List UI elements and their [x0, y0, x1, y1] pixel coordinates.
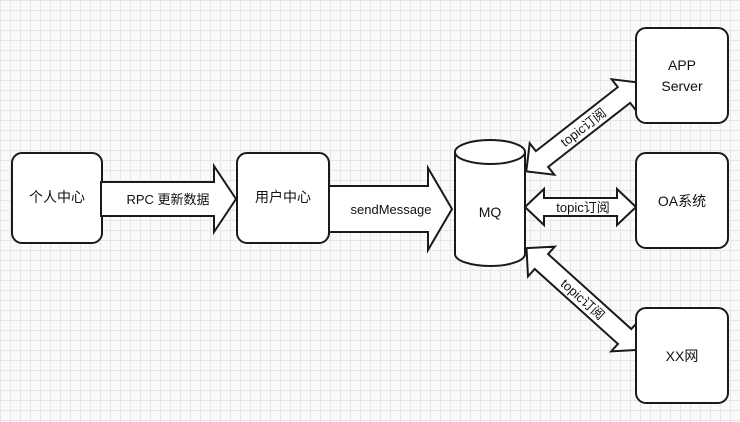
- edge-topic-app-arrow: topic订阅: [525, 77, 641, 177]
- node-personal-center-label: 个人中心: [29, 189, 85, 205]
- edge-rpc-label: RPC 更新数据: [126, 192, 209, 207]
- node-app-server[interactable]: APP Server: [635, 27, 729, 124]
- node-xx-site[interactable]: XX网: [635, 307, 729, 404]
- edge-send-arrow: sendMessage: [328, 164, 454, 254]
- node-xx-site-label: XX网: [666, 348, 699, 364]
- node-oa-system[interactable]: OA系统: [635, 152, 729, 249]
- node-app-server-label-1: APP: [668, 57, 696, 73]
- edge-send-label: sendMessage: [351, 202, 432, 217]
- edge-topic-oa-label: topic订阅: [556, 200, 609, 215]
- node-mq[interactable]: MQ: [454, 139, 526, 267]
- node-oa-system-label: OA系统: [658, 193, 706, 209]
- node-app-server-label-2: Server: [661, 78, 703, 94]
- edge-topic-xx-arrow: topic订阅: [525, 245, 641, 353]
- edge-rpc-arrow: RPC 更新数据: [100, 162, 238, 236]
- node-user-center-label: 用户中心: [255, 189, 311, 205]
- node-user-center[interactable]: 用户中心: [236, 152, 330, 244]
- edge-topic-oa-arrow: topic订阅: [523, 186, 638, 228]
- node-personal-center[interactable]: 个人中心: [11, 152, 103, 244]
- node-mq-label: MQ: [479, 204, 502, 220]
- edge-topic-xx-label: topic订阅: [558, 276, 608, 323]
